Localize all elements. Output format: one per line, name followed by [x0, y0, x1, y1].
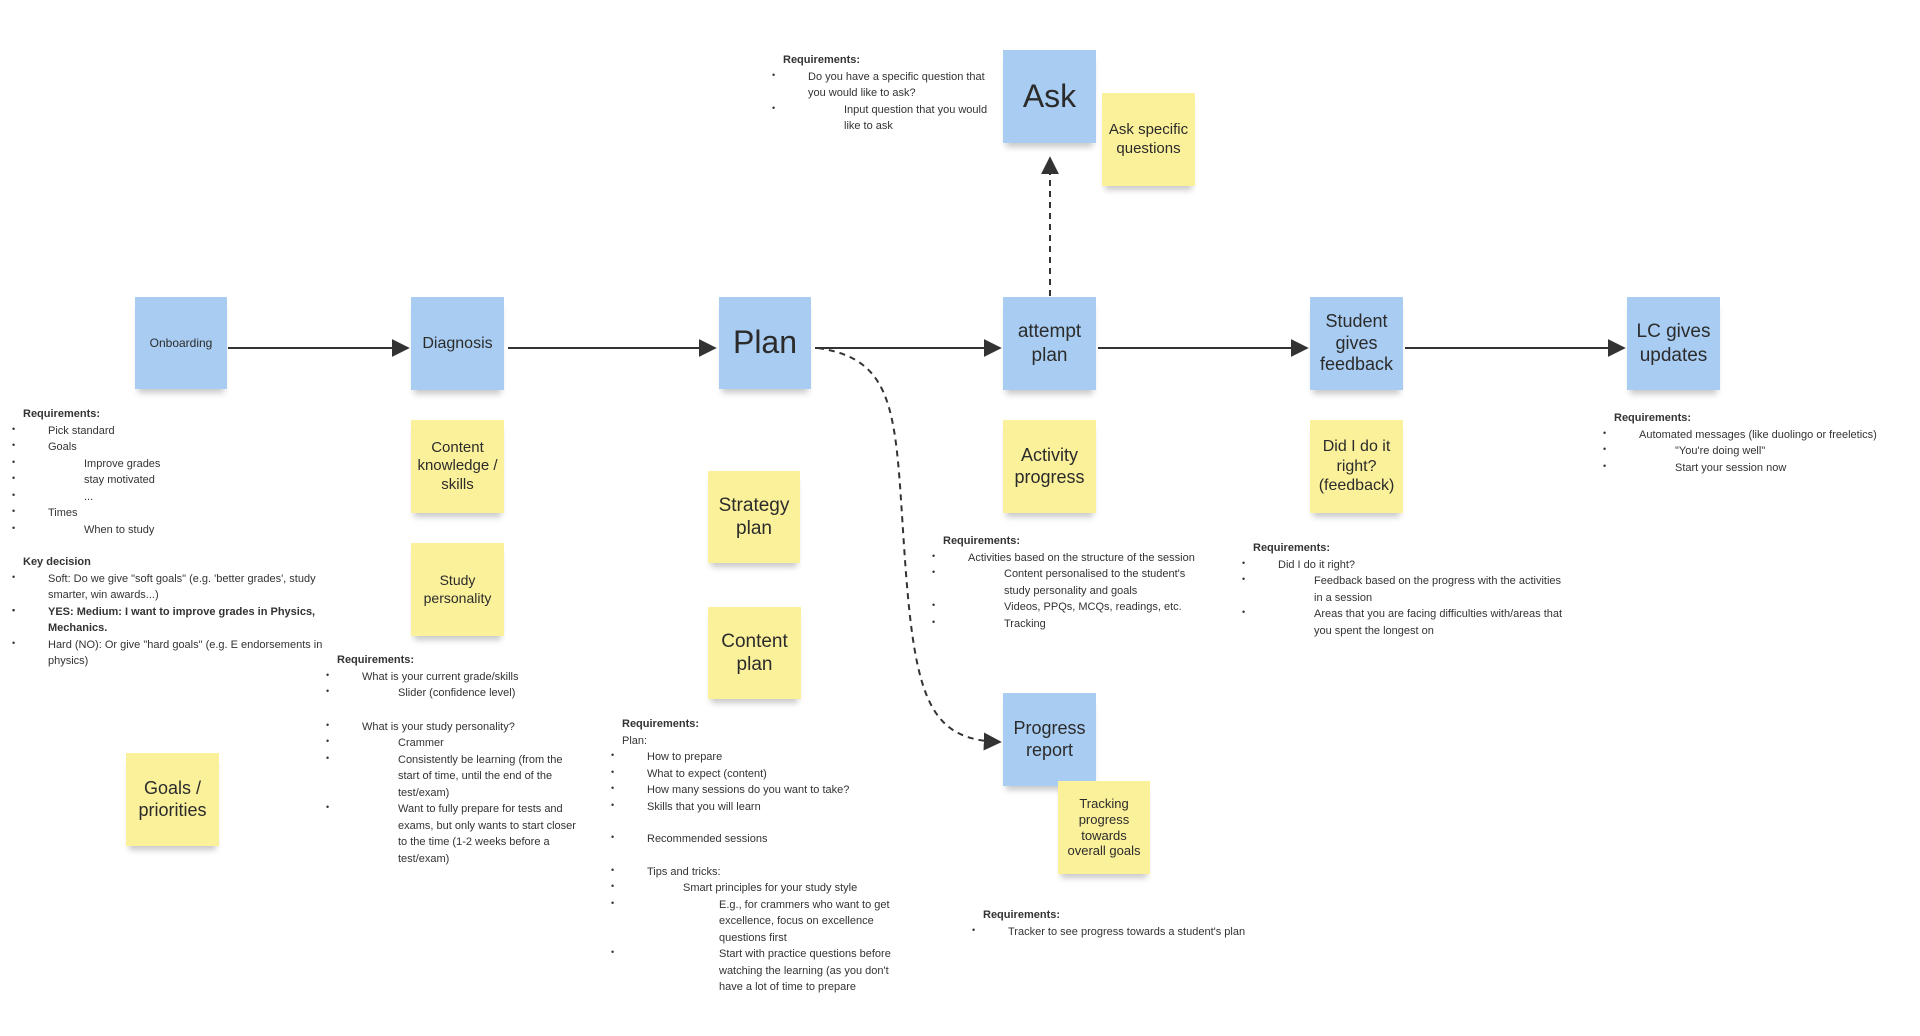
progress-requirements-heading: Requirements: — [983, 909, 1061, 921]
key-decision-item: Hard (NO): Or give "hard goals" (e.g. E … — [12, 637, 323, 670]
plan-requirement-item: What to expect (content) — [611, 766, 906, 783]
onboarding-requirement-item: Goals — [12, 439, 323, 456]
diagnosis-requirements-heading: Requirements: — [337, 654, 415, 666]
attempt-requirement-subitem: Content personalised to the student's st… — [932, 566, 1213, 599]
onboarding-requirement-subitem: Improve grades — [12, 456, 323, 473]
key-decision-item: Soft: Do we give "soft goals" (e.g. 'bet… — [12, 571, 323, 604]
diagnosis-requirement-subitem: Consistently be learning (from the start… — [326, 752, 577, 802]
study-personality-sticky[interactable]: Study personality — [411, 543, 504, 636]
plan-sticky-label: Plan — [732, 324, 798, 361]
goals-priorities-sticky[interactable]: Goals / priorities — [126, 753, 219, 846]
attempt-requirements-heading: Requirements: — [943, 535, 1021, 547]
attempt-plan-sticky-label: attempt plan — [1017, 321, 1082, 366]
ask-specific-questions-sticky[interactable]: Ask specific questions — [1102, 93, 1195, 186]
ask-sticky[interactable]: Ask — [1003, 50, 1096, 143]
onboarding-requirement-subitem: When to study — [12, 522, 323, 539]
plan-sticky[interactable]: Plan — [719, 297, 811, 389]
plan-requirement-item: Skills that you will learn — [611, 799, 906, 816]
plan-requirement-item: Tips and tricks: — [611, 864, 906, 881]
diagnosis-sticky-label: Diagnosis — [422, 334, 493, 352]
activity-progress-sticky-label: Activity progress — [1014, 444, 1085, 487]
plan-requirement-subsubitem: Start with practice questions before wat… — [611, 946, 906, 996]
diagnosis-sticky[interactable]: Diagnosis — [411, 297, 504, 390]
onboarding-sticky[interactable]: Onboarding — [135, 297, 227, 389]
attempt-requirement-subitem: Tracking — [932, 616, 1213, 633]
study-personality-sticky-label: Study personality — [423, 572, 492, 606]
progress-report-sticky[interactable]: Progress report — [1003, 693, 1096, 786]
activity-progress-sticky[interactable]: Activity progress — [1003, 420, 1096, 513]
attempt-plan-sticky[interactable]: attempt plan — [1003, 297, 1096, 390]
onboarding-requirement-subitem: ... — [12, 489, 323, 506]
onboarding-requirement-subitem: stay motivated — [12, 472, 323, 489]
progress-report-sticky-label: Progress report — [1013, 717, 1086, 760]
plan-requirement-subitem: Smart principles for your study style — [611, 880, 906, 897]
ask-requirements-heading: Requirements: — [783, 54, 861, 66]
plan-requirement-subsubitem: E.g., for crammers who want to get excel… — [611, 897, 906, 947]
goals-priorities-sticky-label: Goals / priorities — [138, 777, 207, 820]
onboarding-sticky-label: Onboarding — [149, 335, 213, 350]
diagnosis-requirement-item: What is your current grade/skills — [326, 669, 577, 686]
did-i-do-it-right-sticky[interactable]: Did I do it right? (feedback) — [1310, 420, 1403, 513]
attempt-requirements-note: Requirements: Activities based on the st… — [932, 533, 1213, 633]
feedback-requirement-subitem: Areas that you are facing difficulties w… — [1242, 606, 1563, 639]
key-decision-item: YES: Medium: I want to improve grades in… — [12, 604, 323, 637]
plan-requirement-item: Recommended sessions — [611, 831, 906, 848]
onboarding-requirement-item: Pick standard — [12, 423, 323, 440]
attempt-requirement-subitem: Videos, PPQs, MCQs, readings, etc. — [932, 599, 1213, 616]
did-i-do-it-right-sticky-label: Did I do it right? (feedback) — [1318, 438, 1395, 495]
updates-requirements-heading: Requirements: — [1614, 412, 1692, 424]
key-decision-heading: Key decision — [23, 556, 91, 568]
diagnosis-requirement-item: What is your study personality? — [326, 719, 577, 736]
diagnosis-requirement-subitem: Slider (confidence level) — [326, 685, 577, 702]
ask-requirements-note: Requirements: Do you have a specific que… — [772, 52, 998, 135]
content-plan-sticky[interactable]: Content plan — [708, 607, 801, 699]
plan-requirements-heading: Requirements: — [622, 718, 700, 730]
diagnosis-requirement-subitem: Want to fully prepare for tests and exam… — [326, 801, 577, 867]
ask-requirement-item: Do you have a specific question that you… — [772, 69, 998, 102]
progress-requirements-note: Requirements: Tracker to see progress to… — [972, 907, 1303, 941]
connector-plan-progress-report[interactable] — [817, 347, 1002, 751]
plan-requirement-item: How many sessions do you want to take? — [611, 782, 906, 799]
feedback-requirements-heading: Requirements: — [1253, 542, 1331, 554]
onboarding-requirement-item: Times — [12, 505, 323, 522]
content-knowledge-skills-sticky[interactable]: Content knowledge / skills — [411, 420, 504, 513]
feedback-requirement-subitem: Feedback based on the progress with the … — [1242, 573, 1563, 606]
plan-requirements-note: Requirements: Plan: How to prepare What … — [611, 716, 906, 996]
lc-gives-updates-sticky-label: LC gives updates — [1636, 321, 1711, 366]
progress-requirement-item: Tracker to see progress towards a studen… — [972, 924, 1303, 941]
lc-gives-updates-sticky[interactable]: LC gives updates — [1627, 297, 1720, 390]
tracking-progress-sticky-label: Tracking progress towards overall goals — [1067, 795, 1141, 859]
student-gives-feedback-sticky[interactable]: Student gives feedback — [1310, 297, 1403, 390]
plan-requirement-item: How to prepare — [611, 749, 906, 766]
feedback-requirement-item: Did I do it right? — [1242, 557, 1563, 574]
updates-requirements-note: Requirements: Automated messages (like d… — [1603, 410, 1914, 477]
diagnosis-requirement-subitem: Crammer — [326, 735, 577, 752]
updates-requirement-subitem: "You're doing well" — [1603, 443, 1914, 460]
ask-specific-questions-sticky-label: Ask specific questions — [1108, 121, 1189, 157]
updates-requirement-subitem: Start your session now — [1603, 460, 1914, 477]
student-gives-feedback-sticky-label: Student gives feedback — [1319, 310, 1394, 375]
content-plan-sticky-label: Content plan — [721, 630, 788, 675]
strategy-plan-sticky-label: Strategy plan — [718, 494, 790, 539]
tracking-progress-sticky[interactable]: Tracking progress towards overall goals — [1058, 781, 1150, 874]
updates-requirement-item: Automated messages (like duolingo or fre… — [1603, 427, 1914, 444]
diagnosis-requirements-note: Requirements: What is your current grade… — [326, 652, 577, 867]
onboarding-requirements-note: Requirements: Pick standard Goals Improv… — [12, 406, 323, 670]
ask-requirement-subitem: Input question that you would like to as… — [772, 102, 998, 135]
onboarding-requirements-heading: Requirements: — [23, 408, 101, 420]
content-knowledge-skills-sticky-label: Content knowledge / skills — [417, 439, 498, 493]
strategy-plan-sticky[interactable]: Strategy plan — [708, 471, 800, 563]
plan-requirements-intro: Plan: — [622, 734, 648, 747]
feedback-requirements-note: Requirements: Did I do it right? Feedbac… — [1242, 540, 1563, 639]
ask-sticky-label: Ask — [1022, 77, 1077, 114]
attempt-requirement-item: Activities based on the structure of the… — [932, 550, 1213, 567]
